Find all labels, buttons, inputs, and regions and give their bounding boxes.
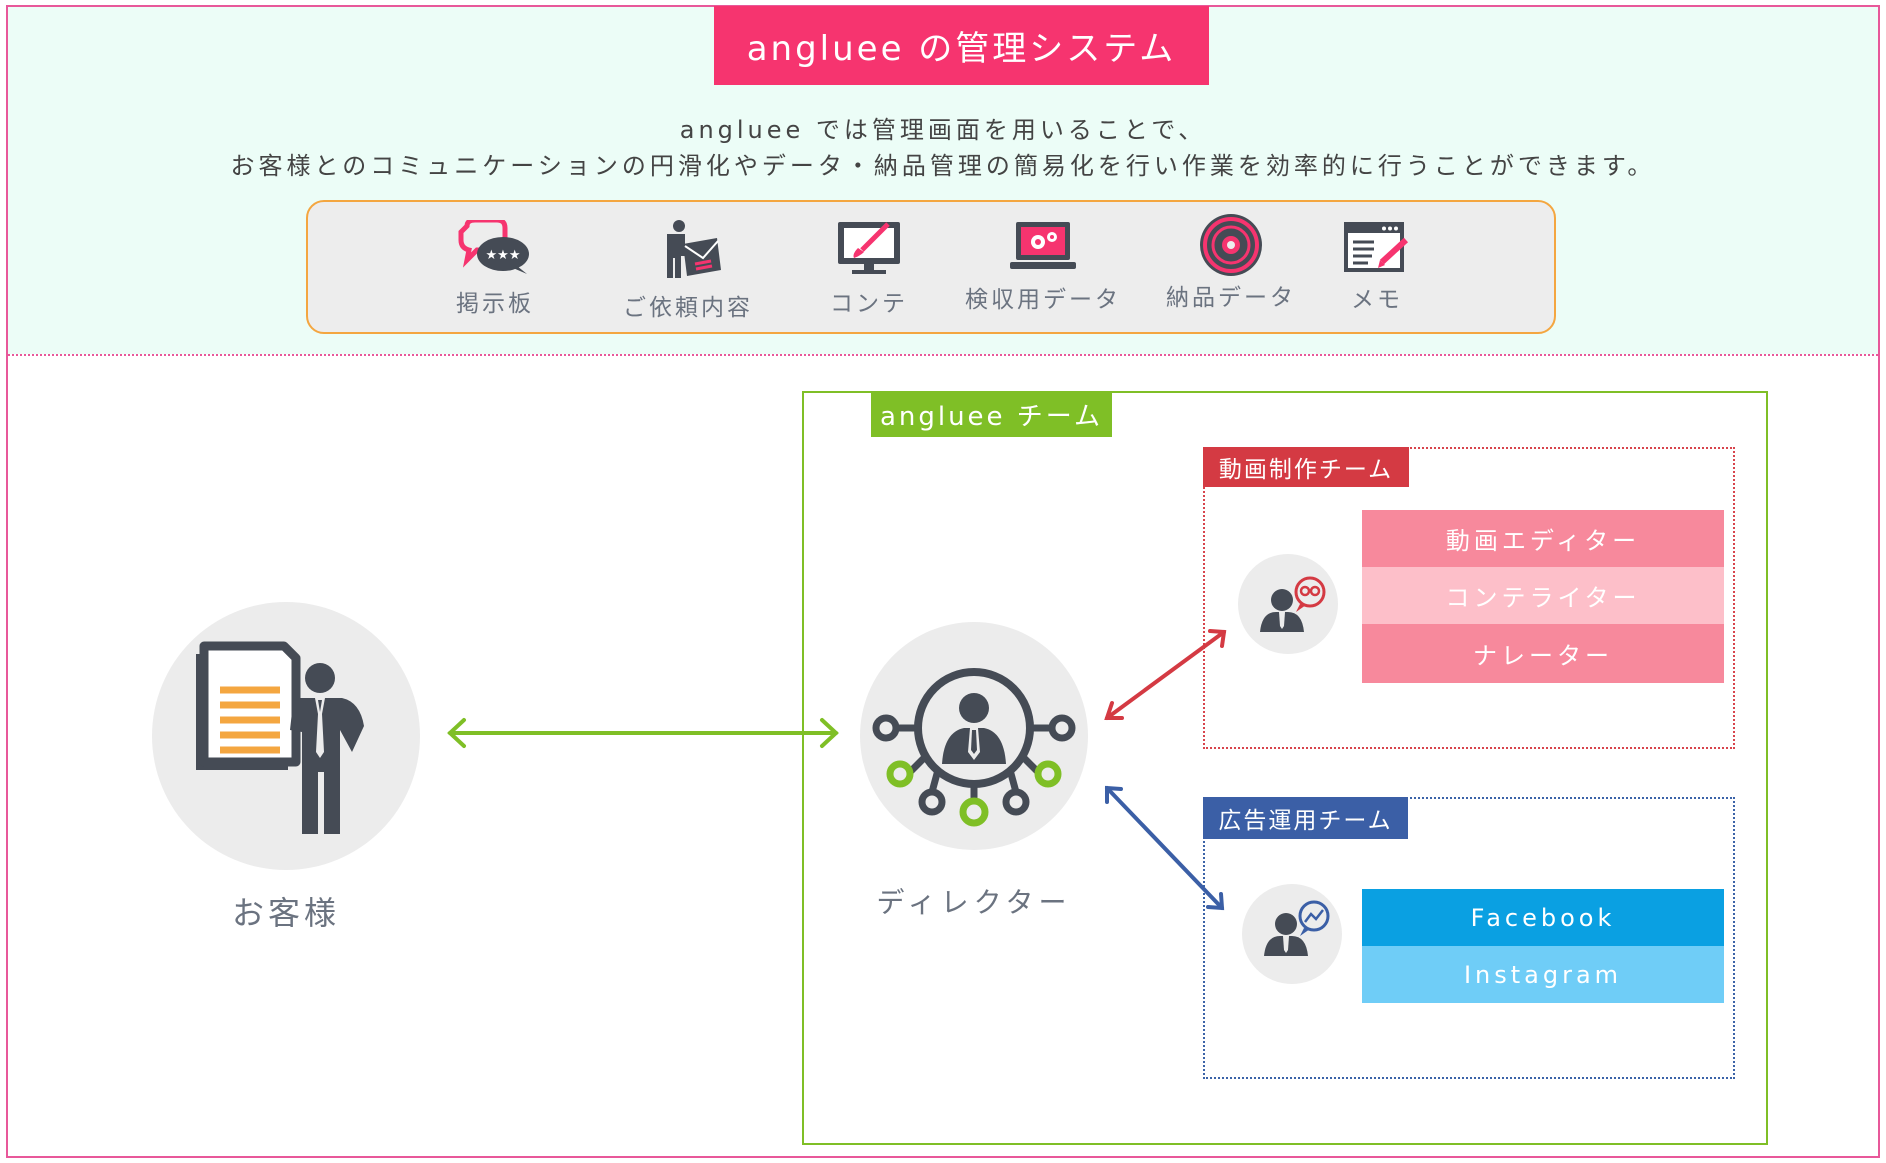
person-chart-icon [1264,900,1330,956]
feature-label: コンテ [830,291,908,317]
ad-team-label: 広告運用チーム [1203,797,1408,839]
customer-director-arrow [447,718,839,748]
video-team-label: 動画制作チーム [1203,447,1409,487]
description-line-1: angluee では管理画面を用いることで、 [679,116,1207,144]
angluee-team-box [802,391,1768,1145]
svg-text:★★★: ★★★ [486,248,521,263]
ad-team-box [1203,797,1735,1079]
feature-inspection-data[interactable]: 検収用データ [948,220,1138,314]
presenter-document-icon [196,641,364,834]
angluee-team-label: angluee チーム [871,392,1112,437]
feature-label: メモ [1351,287,1403,313]
feature-label: 検収用データ [965,287,1121,313]
role-video-editor: 動画エディター [1362,510,1724,567]
role-instagram: Instagram [1362,946,1724,1003]
feature-label: ご依頼内容 [623,295,753,321]
feature-memo[interactable]: メモ [1282,220,1472,314]
feature-label: 掲示板 [456,291,534,317]
ad-team-avatar [1242,884,1342,984]
disc-icon [1200,214,1262,276]
features-panel: ★★★ 掲示板 ご依頼内容 コンテ [306,200,1556,334]
feature-label: 納品データ [1166,285,1296,311]
director-ad-team-arrow [1105,785,1225,911]
laptop-gears-icon [1010,222,1076,269]
feature-message-board[interactable]: ★★★ 掲示板 [400,220,590,318]
role-facebook: Facebook [1362,889,1724,946]
role-narrator: ナレーター [1362,624,1724,683]
monitor-brush-icon [838,222,900,274]
section-divider [8,354,1878,356]
description-line-2: お客様とのコミュニケーションの円滑化やデータ・納品管理の簡易化を行い作業を効率的… [230,152,1656,180]
feature-delivery-data[interactable]: 納品データ [1136,214,1326,312]
director-video-team-arrow [1104,629,1227,720]
feature-storyboard[interactable]: コンテ [774,220,964,318]
memo-window-icon [1344,222,1409,272]
person-film-icon [1260,576,1326,632]
customer-circle [152,602,420,870]
video-team-box [1203,447,1735,749]
person-envelope-icon [667,220,721,278]
director-label: ディレクター [876,886,1072,919]
customer-label: お客様 [231,894,340,932]
chat-bubbles-icon: ★★★ [458,220,529,274]
video-team-avatar [1238,554,1338,654]
role-storyboard-writer: コンテライター [1362,567,1724,624]
director-circle [860,622,1088,850]
director-network-icon [872,668,1076,827]
feature-request-details[interactable]: ご依頼内容 [593,220,783,322]
system-title: angluee の管理システム [714,6,1209,85]
